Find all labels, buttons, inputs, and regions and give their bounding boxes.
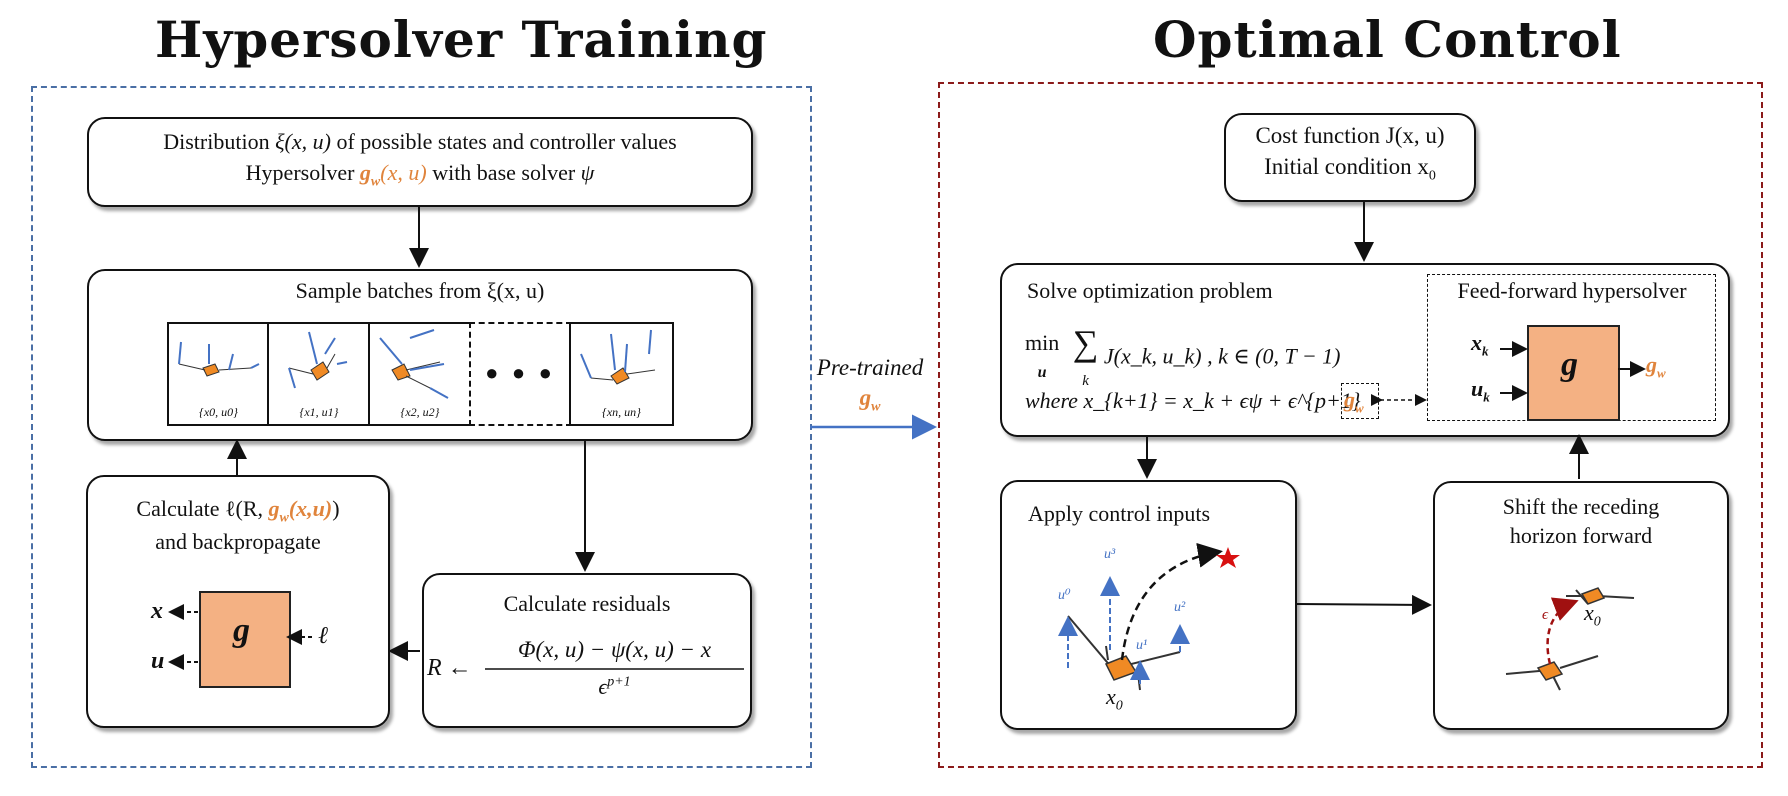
batch-thumbnail-1: {x1, u1} [267, 322, 371, 426]
target-star-icon [1216, 547, 1240, 568]
calculate-loss-line-1: Calculate ℓ(R, gw(x,u)) [136, 496, 340, 526]
pretrained-label: Pre-trained [816, 355, 924, 380]
shift-horizon-line-2: horizon forward [1509, 523, 1653, 548]
drone-sketch-icon [178, 341, 260, 377]
feedforward-g-symbol: g [1561, 346, 1578, 383]
feedforward-hypersolver-title: Feed-forward hypersolver [1457, 278, 1687, 303]
batch-label: {x1, u1} [299, 405, 339, 419]
calculate-residuals-box [422, 573, 752, 728]
loss-input-label: ℓ [318, 623, 328, 649]
feedforward-input-u: uk [1471, 376, 1490, 405]
feedforward-input-x: xk [1471, 330, 1489, 359]
shift-x0-label: x0 [1584, 600, 1601, 630]
left-panel-title: Hypersolver Training [155, 10, 768, 69]
batch-label: {x0, u0} [199, 405, 238, 419]
pretrained-g-symbol: gw [859, 385, 881, 415]
control-label-u2: u² [1174, 600, 1186, 615]
cost-function-line-1: Cost function J(x, u) [1255, 123, 1445, 148]
cost-function-box [1224, 113, 1476, 202]
shift-horizon-drone-icon [1505, 587, 1635, 691]
feedforward-network-block [1527, 325, 1620, 421]
batch-thumbnail-2: {x2, u2} [368, 322, 472, 426]
ellipsis: ● ● ● [485, 360, 556, 385]
epsilon-label: ϵ [1542, 607, 1549, 623]
residual-lhs: R ← [427, 655, 472, 681]
drone-sketch-icon [580, 329, 656, 385]
output-u-label: u [151, 648, 165, 674]
drone-sketch-icon [288, 331, 348, 389]
batch-label: {xn, un} [602, 405, 641, 419]
control-label-u1: u¹ [1136, 638, 1148, 653]
shift-horizon-box [1433, 481, 1729, 730]
batch-thumbnail-0: {x0, u0} [167, 322, 270, 426]
residual-denominator: ϵp+1 [598, 674, 631, 699]
residual-numerator: Φ(x, u) − ψ(x, u) − x [517, 637, 712, 662]
drone-sketch-icon [379, 329, 449, 399]
output-x-label: x [151, 598, 163, 624]
distribution-line-1: Distribution ξ(x, u) of possible states … [163, 129, 677, 154]
calculate-residuals-title: Calculate residuals [503, 591, 671, 616]
g-symbol: g [233, 612, 250, 649]
apply-control-inputs-box [1000, 480, 1297, 730]
batch-label: {x2, u2} [400, 405, 440, 419]
right-panel-title: Optimal Control [1153, 10, 1622, 69]
control-label-u0: u⁰ [1058, 588, 1071, 603]
shift-horizon-line-1: Shift the receding [1502, 494, 1660, 519]
apply-control-drone-icon [1058, 542, 1240, 691]
apply-control-inputs-title: Apply control inputs [1028, 501, 1211, 526]
calculate-loss-line-2: and backpropagate [155, 529, 321, 554]
right-panel-frame [938, 82, 1763, 768]
sample-batches-title: Sample batches from ξ(x, u) [295, 278, 545, 303]
arrow-apply-to-shift [1295, 594, 1432, 615]
update-rule: where x_{k+1} = x_k + ϵψ + ϵ^{p+1} [1025, 388, 1361, 413]
control-label-u3: u³ [1104, 547, 1116, 562]
solve-optimization-title: Solve optimization problem [1027, 278, 1273, 303]
update-rule-g-symbol: gw [1344, 387, 1364, 416]
hypersolver-g-symbol: gw [359, 160, 381, 190]
apply-x0-label: x0 [1106, 684, 1123, 714]
distribution-line-2: Hypersolver gw(x, u) with base solver ψ [245, 160, 595, 190]
feedforward-output-g: gw [1646, 352, 1666, 381]
batch-thumbnail-n: {xn, un} [569, 322, 674, 426]
initial-condition-line: Initial condition x0 [1264, 154, 1436, 184]
